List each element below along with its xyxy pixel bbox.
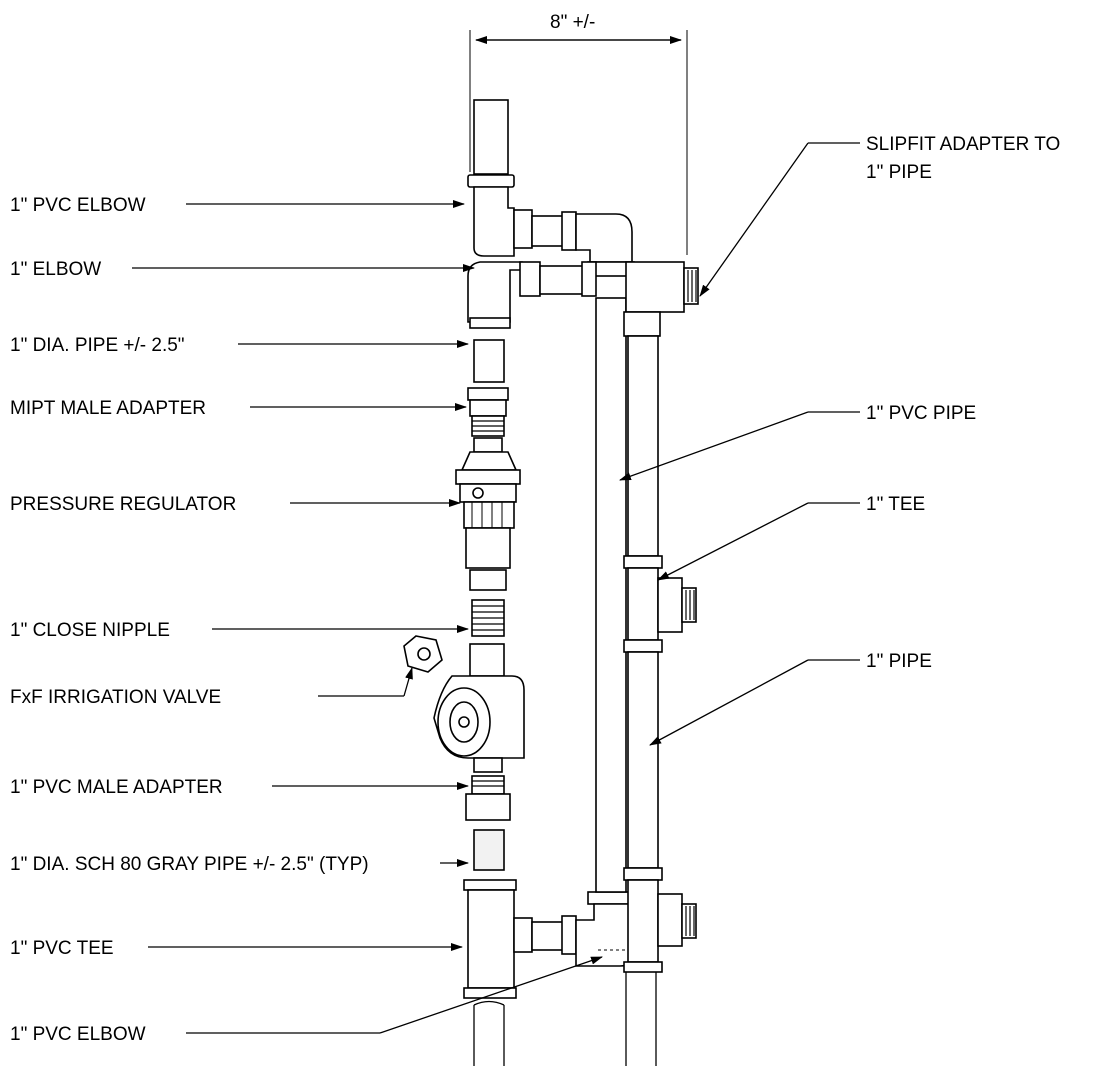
svg-text:FxF IRRIGATION VALVE: FxF IRRIGATION VALVE — [10, 687, 221, 708]
callout-dia-pipe: 1" DIA. PIPE +/- 2.5" — [10, 335, 469, 356]
svg-text:1" PVC ELBOW: 1" PVC ELBOW — [10, 1024, 146, 1045]
svg-text:1" ELBOW: 1" ELBOW — [10, 259, 101, 280]
callout-elbow: 1" ELBOW — [10, 259, 475, 280]
callout-irrigation-valve: FxF IRRIGATION VALVE — [10, 667, 413, 708]
pvc-male-adapter — [465, 775, 511, 821]
callout-pvc-tee: 1" PVC TEE — [10, 938, 463, 959]
svg-text:SLIPFIT ADAPTER TO: SLIPFIT ADAPTER TO — [866, 134, 1060, 155]
callout-tee: 1" TEE — [657, 494, 925, 581]
upper-coupling — [531, 211, 635, 277]
callout-pipe: 1" PIPE — [649, 651, 932, 746]
svg-text:1" DIA. SCH 80 GRAY PIPE +/- 2: 1" DIA. SCH 80 GRAY PIPE +/- 2.5" (TYP) — [10, 854, 369, 875]
dimension-8in: 8" +/- — [469, 12, 688, 255]
svg-text:1" PVC ELBOW: 1" PVC ELBOW — [10, 195, 146, 216]
svg-text:1" PIPE: 1" PIPE — [866, 651, 932, 672]
svg-text:1" CLOSE NIPPLE: 1" CLOSE NIPPLE — [10, 620, 170, 641]
svg-text:1" TEE: 1" TEE — [866, 494, 925, 515]
callout-pvc-male-adapter: 1" PVC MALE ADAPTER — [10, 777, 469, 798]
bottom-pvc-elbow — [575, 891, 635, 967]
svg-text:1" PVC PIPE: 1" PVC PIPE — [866, 403, 976, 424]
svg-text:PRESSURE REGULATOR: PRESSURE REGULATOR — [10, 494, 236, 515]
dia-pipe — [473, 339, 505, 383]
sch80-pipe — [473, 829, 505, 871]
callout-pvc-pipe: 1" PVC PIPE — [619, 403, 976, 481]
right-column — [595, 261, 699, 973]
pressure-regulator — [455, 437, 521, 591]
top-manifold-tee — [623, 261, 699, 337]
middle-tee — [623, 555, 697, 653]
left-column — [403, 99, 657, 1066]
bottom-tee — [623, 867, 697, 973]
bottom-pvc-tee — [463, 879, 577, 999]
callout-close-nipple: 1" CLOSE NIPPLE — [10, 620, 469, 641]
callout-sch80-pipe: 1" DIA. SCH 80 GRAY PIPE +/- 2.5" (TYP) — [10, 854, 469, 875]
callout-mipt: MIPT MALE ADAPTER — [10, 398, 467, 419]
svg-text:1" PVC MALE ADAPTER: 1" PVC MALE ADAPTER — [10, 777, 223, 798]
mipt-adapter — [467, 387, 509, 437]
callout-pvc-elbow-bottom: 1" PVC ELBOW — [10, 956, 603, 1045]
inner-pvc-pipe — [595, 297, 627, 893]
svg-text:1" DIA. PIPE +/- 2.5": 1" DIA. PIPE +/- 2.5" — [10, 335, 185, 356]
callout-slipfit: SLIPFIT ADAPTER TO 1" PIPE — [699, 134, 1060, 297]
svg-text:1" PIPE: 1" PIPE — [866, 162, 932, 183]
callout-pressure-regulator: PRESSURE REGULATOR — [10, 494, 461, 515]
close-nipple — [471, 599, 505, 637]
irrigation-valve — [403, 635, 525, 773]
svg-text:MIPT MALE ADAPTER: MIPT MALE ADAPTER — [10, 398, 206, 419]
top-pvc-elbow — [467, 174, 533, 257]
left-elbow — [467, 261, 597, 329]
callout-pvc-elbow-top: 1" PVC ELBOW — [10, 195, 465, 216]
svg-text:1" PVC TEE: 1" PVC TEE — [10, 938, 114, 959]
dimension-label: 8" +/- — [550, 12, 595, 33]
